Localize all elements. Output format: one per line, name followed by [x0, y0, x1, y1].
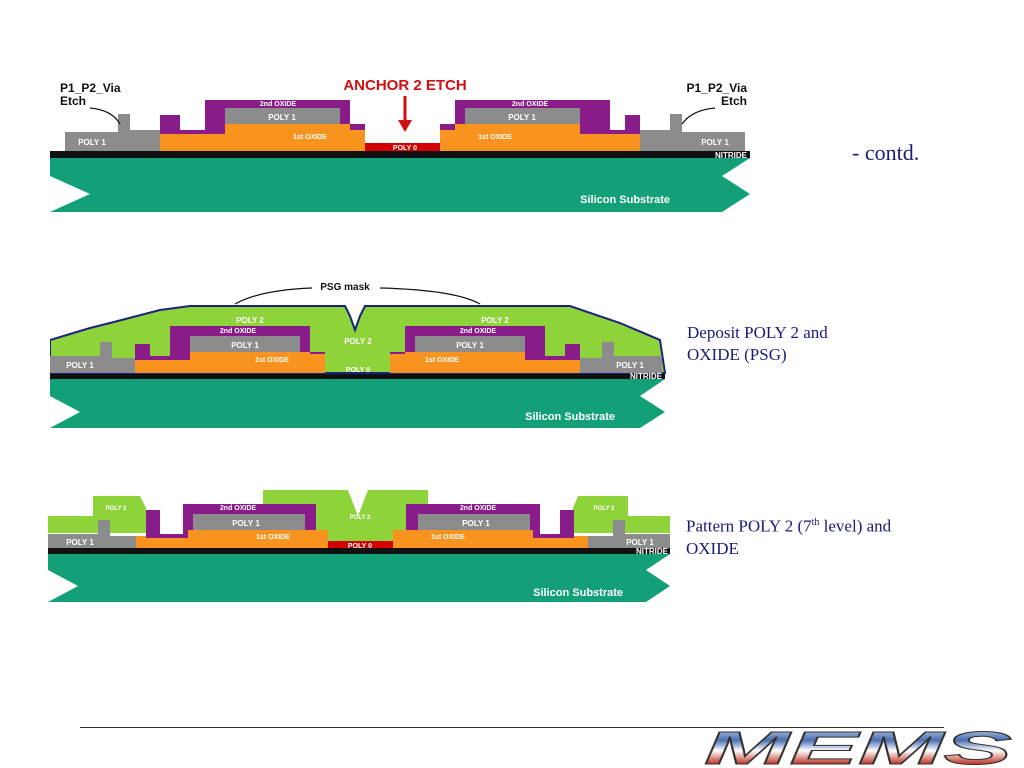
- poly2-label-right: POLY 2: [481, 316, 509, 325]
- right-via-label-1: P1_P2_Via: [687, 81, 748, 95]
- poly0-label: POLY 0: [346, 367, 370, 374]
- poly1-pad-right: [415, 336, 525, 352]
- oxide1-right: [390, 352, 580, 373]
- nitride-layer: [48, 548, 670, 554]
- poly1-label-right: POLY 1: [462, 519, 490, 528]
- substrate-label: Silicon Substrate: [533, 587, 623, 599]
- oxide1-right: [393, 530, 588, 548]
- oxide2-label-right: 2nd OXIDE: [460, 505, 497, 512]
- pattern-caption-part1: Pattern POLY 2 (7: [686, 516, 812, 536]
- poly1-pad-left: [193, 514, 305, 530]
- poly2-label-outer-right: POLY 2: [594, 506, 615, 512]
- oxide2-label-left: 2nd OXIDE: [260, 101, 297, 108]
- nitride-label: NITRIDE: [630, 372, 663, 381]
- poly2-label-left: POLY 2: [236, 316, 264, 325]
- oxide1-left: [160, 124, 365, 151]
- contd-label: - contd.: [852, 140, 920, 165]
- right-via-arrow: [681, 107, 716, 125]
- pattern-caption-line2: OXIDE: [686, 538, 739, 558]
- poly1-label-outer-right: POLY 1: [626, 538, 654, 547]
- deposit-caption-line1: Deposit POLY 2 and: [687, 323, 828, 342]
- poly1-outer-right: [580, 342, 662, 373]
- poly1-label-outer-left: POLY 1: [78, 138, 106, 147]
- nitride-layer: [50, 151, 750, 158]
- poly1-label-right: POLY 1: [508, 113, 536, 122]
- poly0-layer: [235, 143, 580, 151]
- mems-logo-text: MEMS: [704, 726, 1013, 768]
- poly1-pad-left: [190, 336, 300, 352]
- nitride-label: NITRIDE: [715, 151, 748, 160]
- oxide2-label-right: 2nd OXIDE: [460, 328, 497, 335]
- poly1-outer-left: [48, 520, 136, 548]
- poly0-label: POLY 0: [393, 145, 417, 152]
- oxide1-left: [136, 530, 328, 548]
- poly1-pad-right: [418, 514, 530, 530]
- anchor2-etch-diagram: ANCHOR 2 ETCH P1_P2_Via Etch P1_P2_Via E…: [50, 77, 750, 212]
- poly1-outer-right: [588, 520, 670, 548]
- poly1-label-outer-left: POLY 1: [66, 361, 94, 370]
- oxide1-label-left: 1st OXIDE: [293, 134, 327, 141]
- oxide1-left: [135, 352, 325, 373]
- poly2-label-center: POLY 2: [350, 515, 371, 521]
- oxide1-label-left: 1st OXIDE: [256, 534, 290, 541]
- anchor-arrow-head: [398, 120, 412, 132]
- poly2-outer-right: [573, 496, 670, 533]
- pattern-poly2-diagram: POLY 2 POLY 2 POLY 2 2nd OXIDE 2nd OXIDE…: [48, 490, 670, 602]
- poly1-outer-right: [640, 114, 745, 151]
- poly2-label-center: POLY 2: [344, 337, 372, 346]
- poly2-outer-left: [48, 496, 146, 533]
- right-via-label-2: Etch: [721, 94, 747, 108]
- poly0-label: POLY 0: [348, 543, 372, 550]
- poly1-outer-left: [50, 342, 135, 373]
- poly1-label-outer-left: POLY 1: [66, 538, 94, 547]
- mask-arrow-left: [234, 287, 313, 305]
- poly1-label-left: POLY 1: [268, 113, 296, 122]
- oxide2-label-right: 2nd OXIDE: [512, 101, 549, 108]
- title-label: ANCHOR 2 ETCH: [343, 77, 466, 94]
- substrate-label: Silicon Substrate: [580, 194, 670, 206]
- poly1-label-outer-right: POLY 1: [701, 138, 729, 147]
- left-via-label-2: Etch: [60, 94, 86, 108]
- poly0-layer: [206, 541, 516, 548]
- oxide1-label-right: 1st OXIDE: [431, 534, 465, 541]
- nitride-label: NITRIDE: [636, 547, 669, 556]
- poly1-label-left: POLY 1: [232, 519, 260, 528]
- mask-label: PSG mask: [320, 282, 370, 293]
- oxide2-label-left: 2nd OXIDE: [220, 505, 257, 512]
- substrate-label: Silicon Substrate: [525, 411, 615, 423]
- silicon-substrate: [48, 554, 670, 602]
- silicon-substrate: [50, 379, 665, 428]
- poly1-outer-left: [65, 114, 160, 151]
- footer-rule: [80, 727, 944, 728]
- left-via-arrow: [89, 107, 121, 125]
- pattern-caption-line1: Pattern POLY 2 (7th level) and: [686, 512, 891, 538]
- deposit-caption: Deposit POLY 2 and OXIDE (PSG): [687, 322, 828, 366]
- pattern-caption-sup: th: [811, 517, 820, 528]
- poly2-label-outer-left: POLY 2: [106, 506, 127, 512]
- left-via-label-1: P1_P2_Via: [60, 81, 121, 95]
- poly1-pad-right: [465, 108, 580, 124]
- mems-logo: MEMS: [704, 726, 1014, 768]
- deposit-caption-line2: OXIDE (PSG): [687, 345, 787, 364]
- mask-arrow-right: [379, 287, 481, 305]
- deposit-poly2-diagram: PSG mask POLY 2 POLY 2 POLY 2 2nd OXIDE …: [50, 282, 667, 428]
- pattern-caption-part2: level) and: [819, 516, 892, 536]
- poly1-pad-left: [225, 108, 340, 124]
- poly1-label-left: POLY 1: [231, 341, 259, 350]
- poly1-label-right: POLY 1: [456, 341, 484, 350]
- oxide1-label-right: 1st OXIDE: [478, 134, 512, 141]
- oxide1-label-right: 1st OXIDE: [425, 357, 459, 364]
- oxide2-label-left: 2nd OXIDE: [220, 328, 257, 335]
- oxide1-label-left: 1st OXIDE: [255, 357, 289, 364]
- poly1-label-outer-right: POLY 1: [616, 361, 644, 370]
- silicon-substrate: [50, 158, 750, 212]
- pattern-caption: Pattern POLY 2 (7th level) and OXIDE: [686, 512, 891, 560]
- nitride-layer: [50, 373, 665, 379]
